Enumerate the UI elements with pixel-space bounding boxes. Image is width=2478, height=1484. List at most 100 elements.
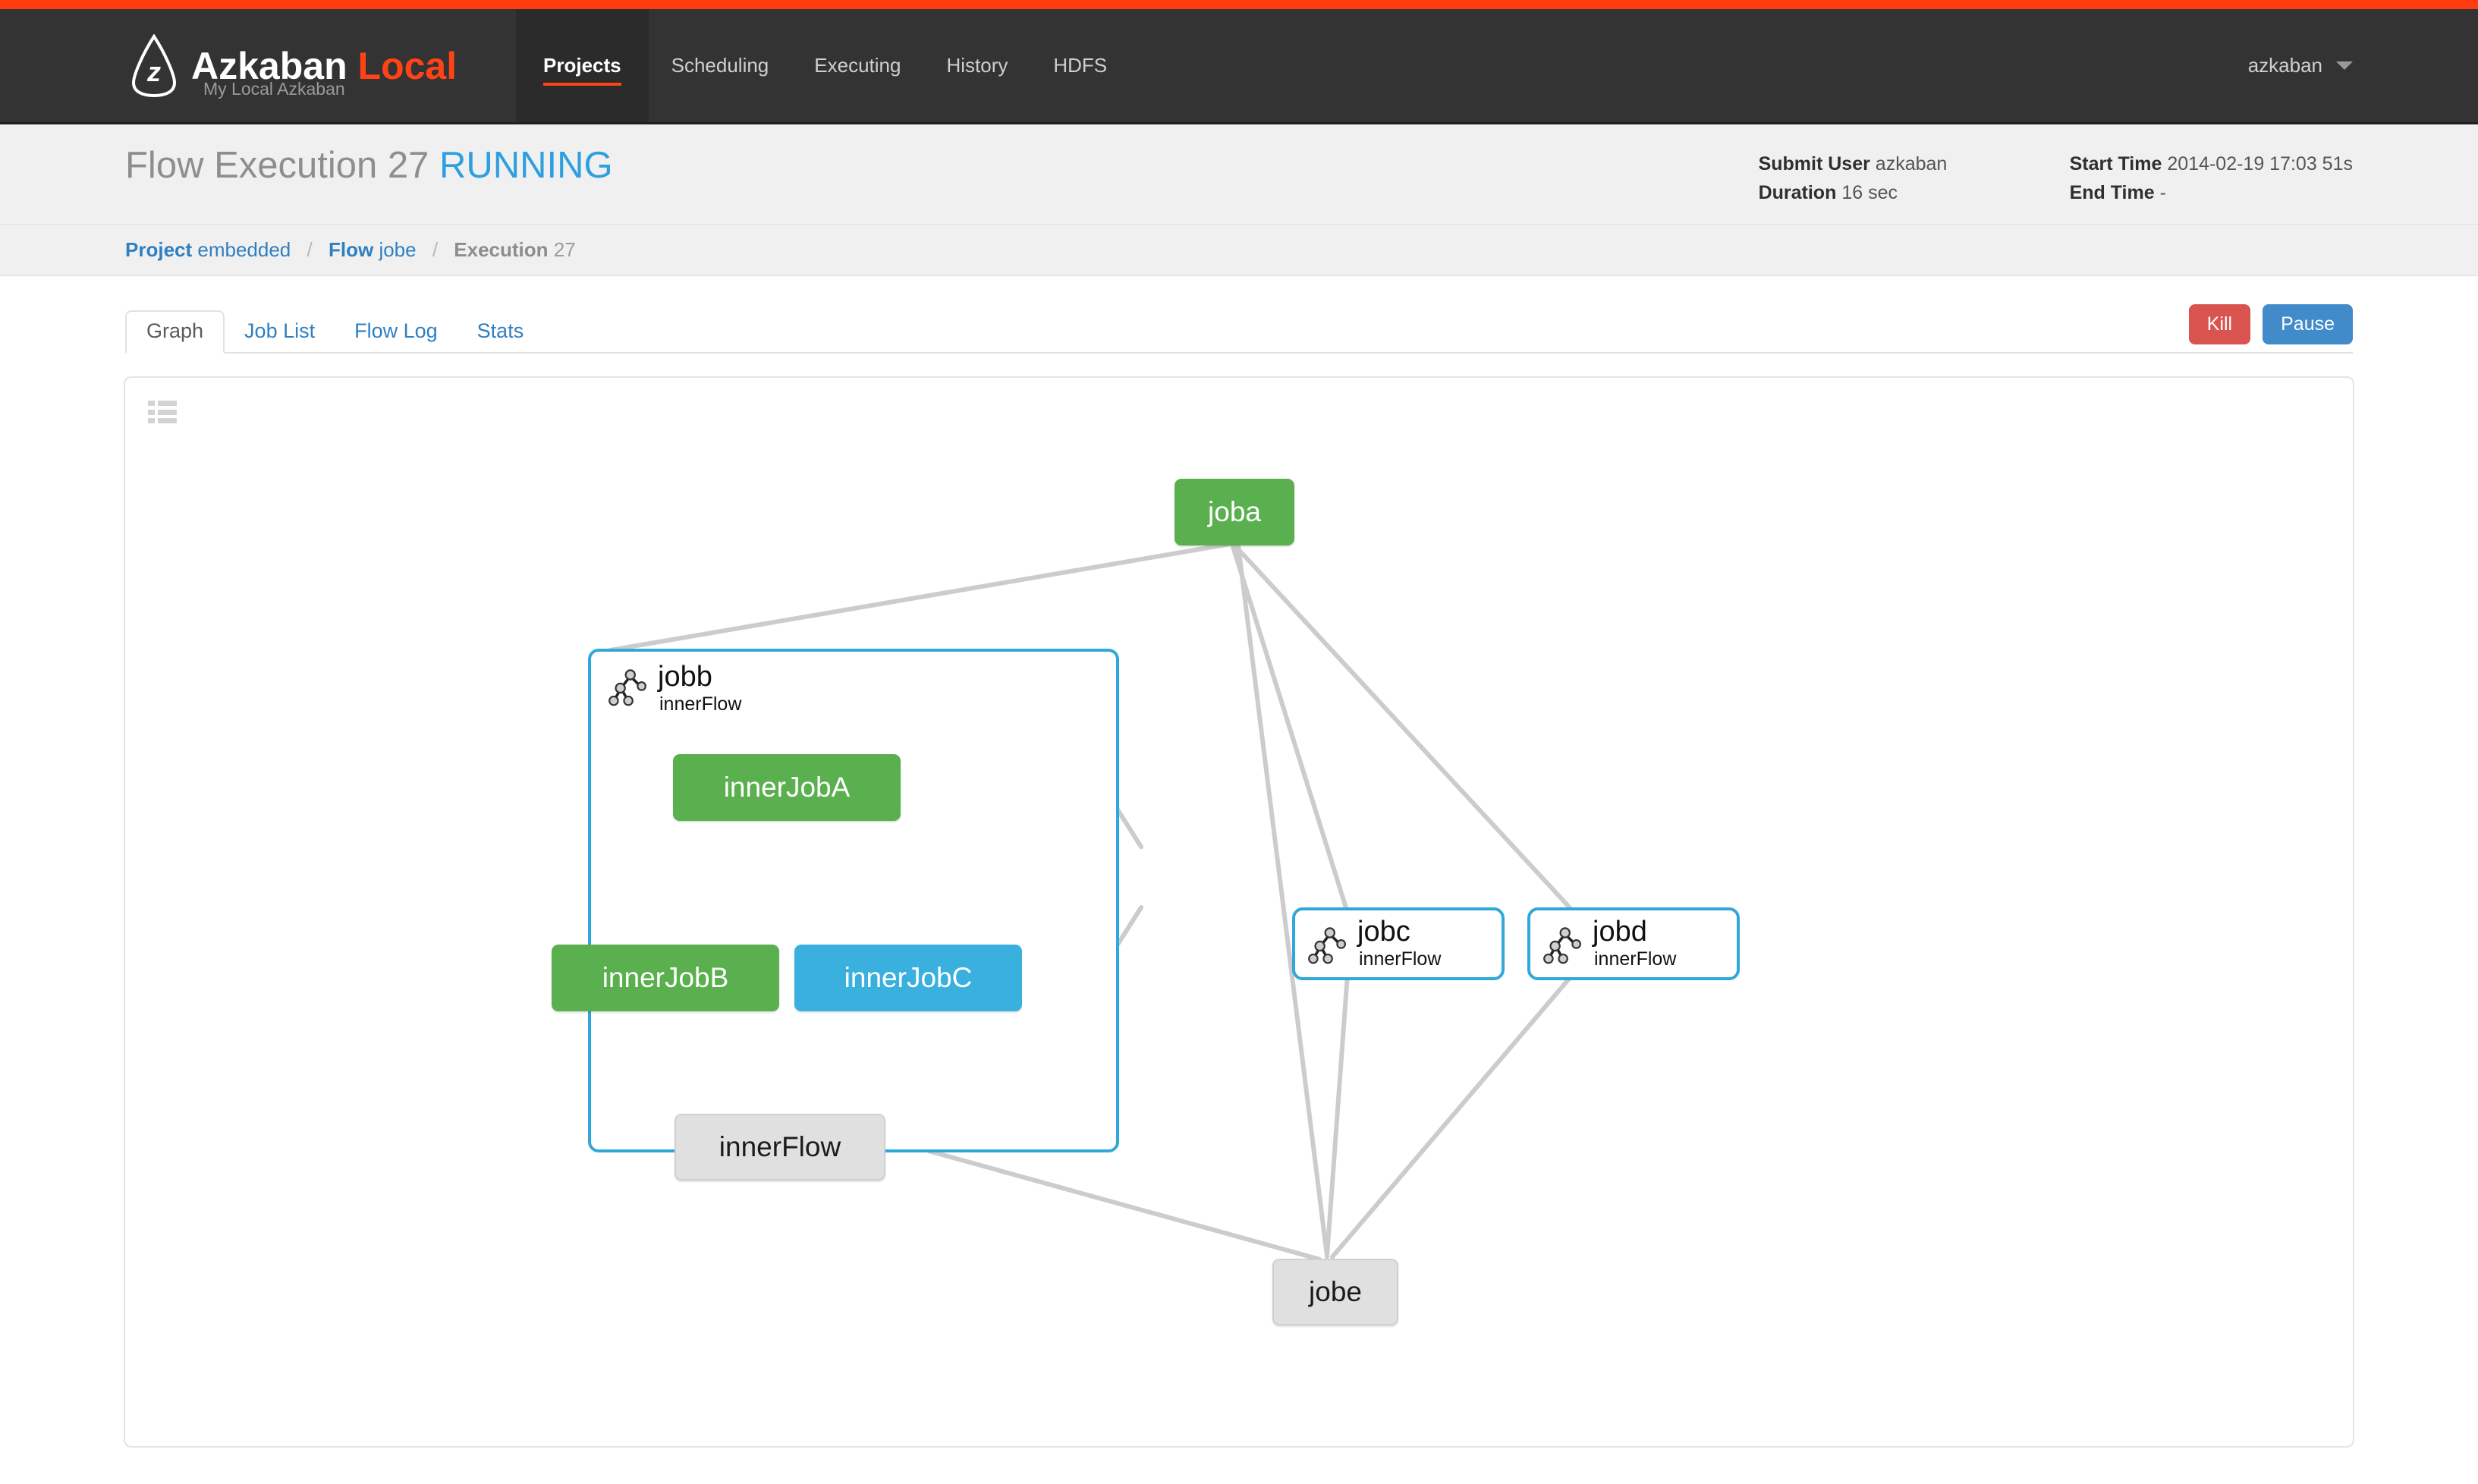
page-title-text: Flow Execution 27: [125, 145, 429, 186]
graph-node-innerJobC[interactable]: innerJobC: [794, 945, 1022, 1011]
breadcrumb-flow[interactable]: Flow jobe: [329, 238, 422, 261]
graph-node-innerJobB[interactable]: innerJobB: [552, 945, 779, 1011]
graph-node-innerFlow[interactable]: innerFlow: [675, 1114, 885, 1181]
nav-item-projects[interactable]: Projects: [516, 9, 649, 122]
node-label: innerJobA: [723, 772, 851, 803]
execution-meta: Submit User azkaban Duration 16 sec Star…: [1759, 144, 2353, 207]
flowbox-name-jobb: jobb: [658, 661, 712, 693]
kill-button[interactable]: Kill: [2188, 304, 2251, 344]
flow-tree-icon: [608, 669, 646, 706]
flowbox-header-jobd: jobd innerFlow: [1542, 917, 1676, 970]
node-label: innerFlow: [719, 1131, 841, 1162]
tab-flow-log[interactable]: Flow Log: [335, 312, 458, 352]
brand-subtitle: My Local Azkaban: [203, 79, 345, 99]
pause-button[interactable]: Pause: [2263, 304, 2353, 344]
breadcrumb-project-value: embedded: [197, 238, 291, 261]
graph-node-innerJobA[interactable]: innerJobA: [673, 754, 901, 821]
nav-item-history[interactable]: History: [923, 9, 1030, 122]
node-label: innerJobC: [844, 962, 973, 993]
tab-label: Job List: [244, 319, 316, 342]
tab-label: Graph: [146, 319, 204, 342]
breadcrumb-execution: Execution 27: [454, 238, 575, 261]
tab-bar: Graph Job List Flow Log Stats Kill Pause: [125, 304, 2353, 354]
top-accent-bar: [0, 0, 2478, 9]
nav-label: HDFS: [1053, 54, 1108, 77]
node-label: joba: [1208, 496, 1261, 527]
graph-flowbox-jobd[interactable]: jobd innerFlow: [1527, 907, 1740, 980]
edge-joba-jobd: [1231, 542, 1572, 910]
node-label: innerJobB: [602, 962, 729, 993]
user-menu-label: azkaban: [2247, 54, 2322, 77]
brand-name: Azkaban: [191, 44, 347, 87]
edge-jobc-jobe: [1324, 973, 1350, 1259]
meta-label: Submit User: [1758, 153, 1870, 174]
graph-flowbox-jobc[interactable]: jobc innerFlow: [1292, 907, 1505, 980]
tab-label: Flow Log: [354, 319, 438, 342]
flowbox-name-jobc: jobc: [1357, 916, 1410, 948]
graph-node-jobe[interactable]: jobe: [1272, 1259, 1398, 1325]
meta-column-right: Start Time 2014-02-19 17:03 51s End Time…: [2070, 150, 2353, 207]
svg-text:z: z: [146, 56, 161, 87]
page-header: Flow Execution 27 RUNNING Submit User az…: [0, 124, 2478, 225]
chevron-down-icon: [2336, 61, 2353, 70]
status-badge: RUNNING: [439, 145, 613, 186]
nav-label: Projects: [543, 54, 621, 77]
flowbox-sublabel-jobc: innerFlow: [1359, 948, 1442, 970]
breadcrumb-execution-value: 27: [553, 238, 576, 261]
meta-end-time: End Time -: [2070, 179, 2353, 208]
breadcrumb-project[interactable]: Project embedded: [125, 238, 297, 261]
meta-value: 2014-02-19 17:03 51s: [2167, 153, 2353, 174]
nav-item-executing[interactable]: Executing: [791, 9, 923, 122]
flowbox-sublabel-jobd: innerFlow: [1594, 948, 1677, 970]
flow-graph-panel: joba jobb inn: [124, 376, 2354, 1448]
edge-jobd-jobe: [1329, 973, 1574, 1259]
flowbox-name-jobd: jobd: [1593, 916, 1647, 948]
flowbox-sublabel-jobb: innerFlow: [659, 693, 742, 715]
edge-jobb-jobe: [926, 1149, 1322, 1262]
meta-submit-user: Submit User azkaban: [1759, 150, 2070, 179]
page-title: Flow Execution 27 RUNNING: [125, 144, 613, 187]
breadcrumb-flow-label: Flow: [328, 238, 374, 261]
meta-value: 16 sec: [1841, 181, 1898, 203]
flow-actions: Kill Pause: [2188, 304, 2353, 352]
top-navbar: z Azkaban Local My Local Azkaban Project…: [0, 9, 2478, 124]
breadcrumb-execution-label: Execution: [454, 238, 549, 261]
meta-value: -: [2159, 181, 2166, 203]
nav-label: Scheduling: [671, 54, 769, 77]
edge-joba-jobe: [1236, 543, 1329, 1258]
flowbox-header-jobc: jobc innerFlow: [1307, 917, 1441, 970]
flow-tree-icon: [1543, 927, 1581, 964]
tab-stats[interactable]: Stats: [458, 312, 544, 352]
tab-job-list[interactable]: Job List: [225, 312, 335, 352]
breadcrumb-project-label: Project: [125, 238, 193, 261]
breadcrumb-separator: /: [307, 238, 313, 261]
tab-graph[interactable]: Graph: [125, 310, 225, 354]
flow-tree-icon: [1308, 927, 1346, 964]
flowbox-header-jobb: jobb innerFlow: [608, 662, 741, 715]
brand-home-link[interactable]: z Azkaban Local My Local Azkaban: [0, 9, 516, 122]
list-menu-icon[interactable]: [148, 401, 177, 423]
nav-label: Executing: [814, 54, 901, 77]
user-menu[interactable]: azkaban: [2248, 9, 2478, 122]
nav-label: History: [946, 54, 1008, 77]
meta-start-time: Start Time 2014-02-19 17:03 51s: [2070, 150, 2353, 179]
graph-node-joba[interactable]: joba: [1175, 479, 1294, 545]
nav-item-scheduling[interactable]: Scheduling: [649, 9, 792, 122]
edge-joba-jobc: [1230, 542, 1348, 910]
edge-joba-jobb: [608, 542, 1231, 652]
meta-label: Duration: [1758, 181, 1837, 203]
meta-value: azkaban: [1875, 153, 1948, 174]
breadcrumb: Project embedded / Flow jobe / Execution…: [0, 225, 2478, 276]
azkaban-logo-icon: z: [131, 33, 177, 97]
brand-suffix: Local: [357, 44, 458, 87]
meta-label: Start Time: [2069, 153, 2162, 174]
breadcrumb-flow-value: jobe: [379, 238, 417, 261]
tab-label: Stats: [476, 319, 524, 342]
nav-item-hdfs[interactable]: HDFS: [1030, 9, 1130, 122]
meta-column-left: Submit User azkaban Duration 16 sec: [1759, 150, 2070, 207]
nav-links: Projects Scheduling Executing History HD…: [516, 9, 1130, 122]
node-label: jobe: [1309, 1276, 1362, 1307]
meta-duration: Duration 16 sec: [1759, 179, 2070, 208]
breadcrumb-separator: /: [432, 238, 439, 261]
graph-flowbox-jobb[interactable]: jobb innerFlow innerJobA innerJobB inner…: [552, 649, 1119, 1181]
